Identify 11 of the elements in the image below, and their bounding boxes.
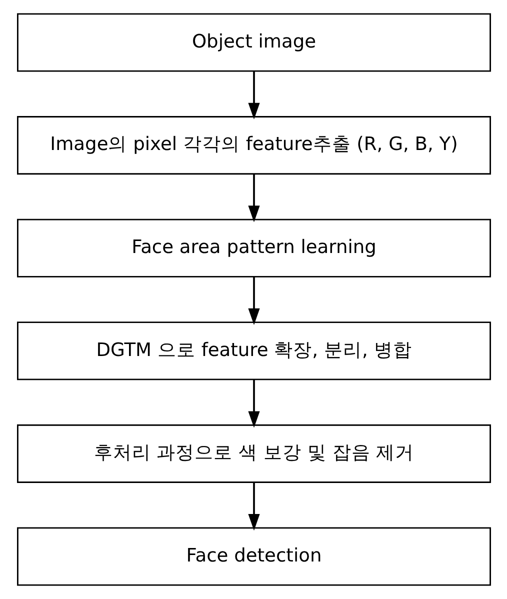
node-box: Face detection <box>16 527 490 586</box>
arrow <box>248 482 260 531</box>
node-box: Face area pattern learning <box>16 218 490 278</box>
node-box: DGTM 으로 feature 확장, 분리, 병합 <box>16 322 490 380</box>
node-box: Image의 pixel 각각의 feature추출 (R, G, B, Y) <box>16 116 490 175</box>
arrow <box>248 71 260 120</box>
arrow <box>248 174 260 222</box>
arrow <box>248 380 260 428</box>
node-box: 후처리 과정으로 색 보강 및 잡음 제거 <box>16 424 490 483</box>
node-box: Object image <box>16 13 490 72</box>
arrow <box>248 276 260 325</box>
